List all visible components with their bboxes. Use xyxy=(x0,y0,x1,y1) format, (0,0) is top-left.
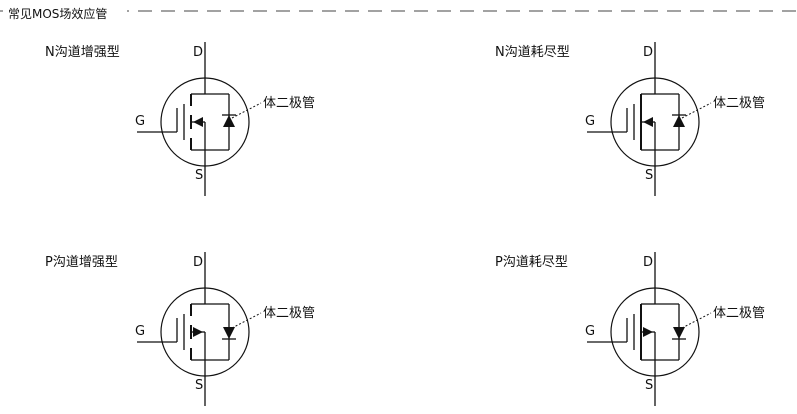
mosfet-symbol-p-depletion: P沟道耗尽型 D G S 体二极管 xyxy=(495,252,765,406)
diode-leader-line xyxy=(681,102,712,119)
mosfet-symbol-p-enhancement: P沟道增强型 D G S 体二极管 xyxy=(45,252,315,406)
substrate-arrow-p xyxy=(193,327,203,337)
substrate-arrow-n xyxy=(643,117,653,127)
diode-leader-line xyxy=(681,312,712,329)
source-label: S xyxy=(195,378,203,393)
symbol-title: N沟道增强型 xyxy=(45,45,120,60)
substrate-arrow-p xyxy=(643,327,653,337)
drain-label: D xyxy=(643,255,653,270)
drain-label: D xyxy=(193,45,203,60)
header-title-backdrop xyxy=(3,2,127,22)
body-diode-label: 体二极管 xyxy=(713,96,765,111)
diode-triangle-up xyxy=(223,115,235,127)
diode-leader-line xyxy=(231,312,262,329)
diode-triangle-up xyxy=(673,115,685,127)
diode-triangle-down xyxy=(223,327,235,339)
gate-label: G xyxy=(585,324,595,339)
mosfet-symbol-n-enhancement: N沟道增强型 D G S 体二极管 xyxy=(45,42,315,196)
symbol-title: N沟道耗尽型 xyxy=(495,45,570,60)
body-diode-label: 体二极管 xyxy=(713,306,765,321)
symbol-title: P沟道耗尽型 xyxy=(495,255,568,270)
gate-label: G xyxy=(585,114,595,129)
source-label: S xyxy=(645,378,653,393)
body-diode-label: 体二极管 xyxy=(263,306,315,321)
gate-label: G xyxy=(135,324,145,339)
body-diode-label: 体二极管 xyxy=(263,96,315,111)
substrate-arrow-n xyxy=(193,117,203,127)
drain-label: D xyxy=(643,45,653,60)
source-label: S xyxy=(195,168,203,183)
gate-label: G xyxy=(135,114,145,129)
diode-leader-line xyxy=(231,102,262,119)
source-label: S xyxy=(645,168,653,183)
diode-triangle-down xyxy=(673,327,685,339)
drain-label: D xyxy=(193,255,203,270)
symbol-title: P沟道增强型 xyxy=(45,255,118,270)
mosfet-symbol-n-depletion: N沟道耗尽型 D G S 体二极管 xyxy=(495,42,765,196)
header-title: 常见MOS场效应管 xyxy=(8,6,107,21)
